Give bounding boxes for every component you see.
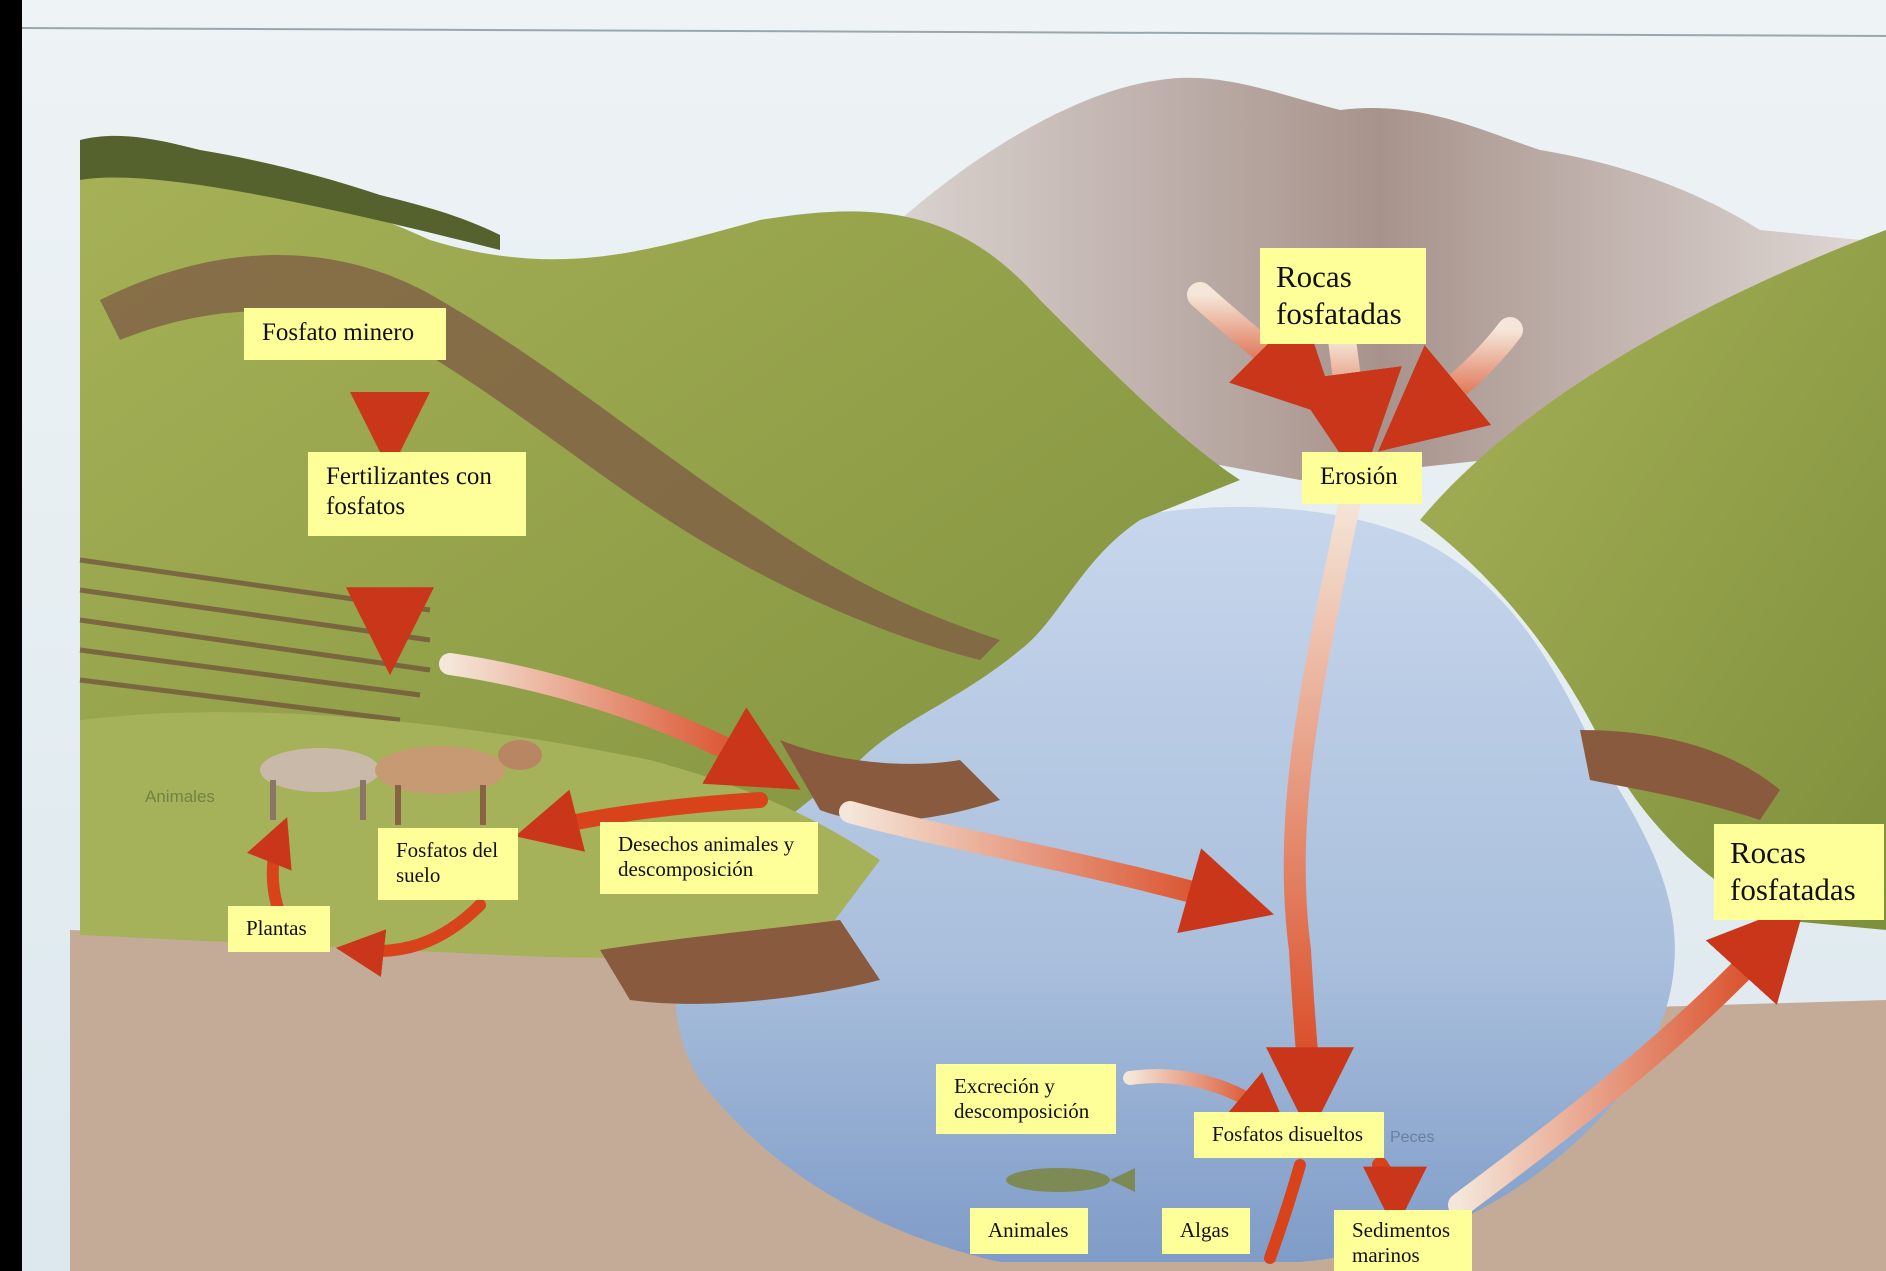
- arrow-rocks-center: [1342, 340, 1355, 440]
- label-erosion: Erosión: [1302, 452, 1422, 504]
- label-rocas-fosfatadas-top: Rocas fosfatadas: [1260, 248, 1426, 344]
- label-desechos: Desechos animales y descomposición: [600, 822, 818, 894]
- peces-faded-label: Peces: [1390, 1129, 1434, 1146]
- label-animales: Animales: [970, 1208, 1088, 1254]
- label-sedimentos: Sedimentos marinos: [1334, 1210, 1472, 1271]
- label-excrecion: Excreción y descomposición: [936, 1064, 1116, 1134]
- label-plantas: Plantas: [228, 906, 330, 952]
- label-fosfatos-disueltos: Fosfatos disueltos: [1194, 1112, 1384, 1158]
- label-fosfato-minero: Fosfato minero: [244, 308, 446, 360]
- label-algas: Algas: [1162, 1208, 1250, 1254]
- label-fosfatos-suelo: Fosfatos del suelo: [378, 828, 518, 900]
- animales-faded-label: Animales: [145, 787, 215, 806]
- left-border-bar: [0, 0, 22, 1271]
- label-fertilizantes: Fertilizantes con fosfatos: [308, 452, 526, 536]
- label-rocas-fosfatadas-right: Rocas fosfatadas: [1714, 824, 1884, 920]
